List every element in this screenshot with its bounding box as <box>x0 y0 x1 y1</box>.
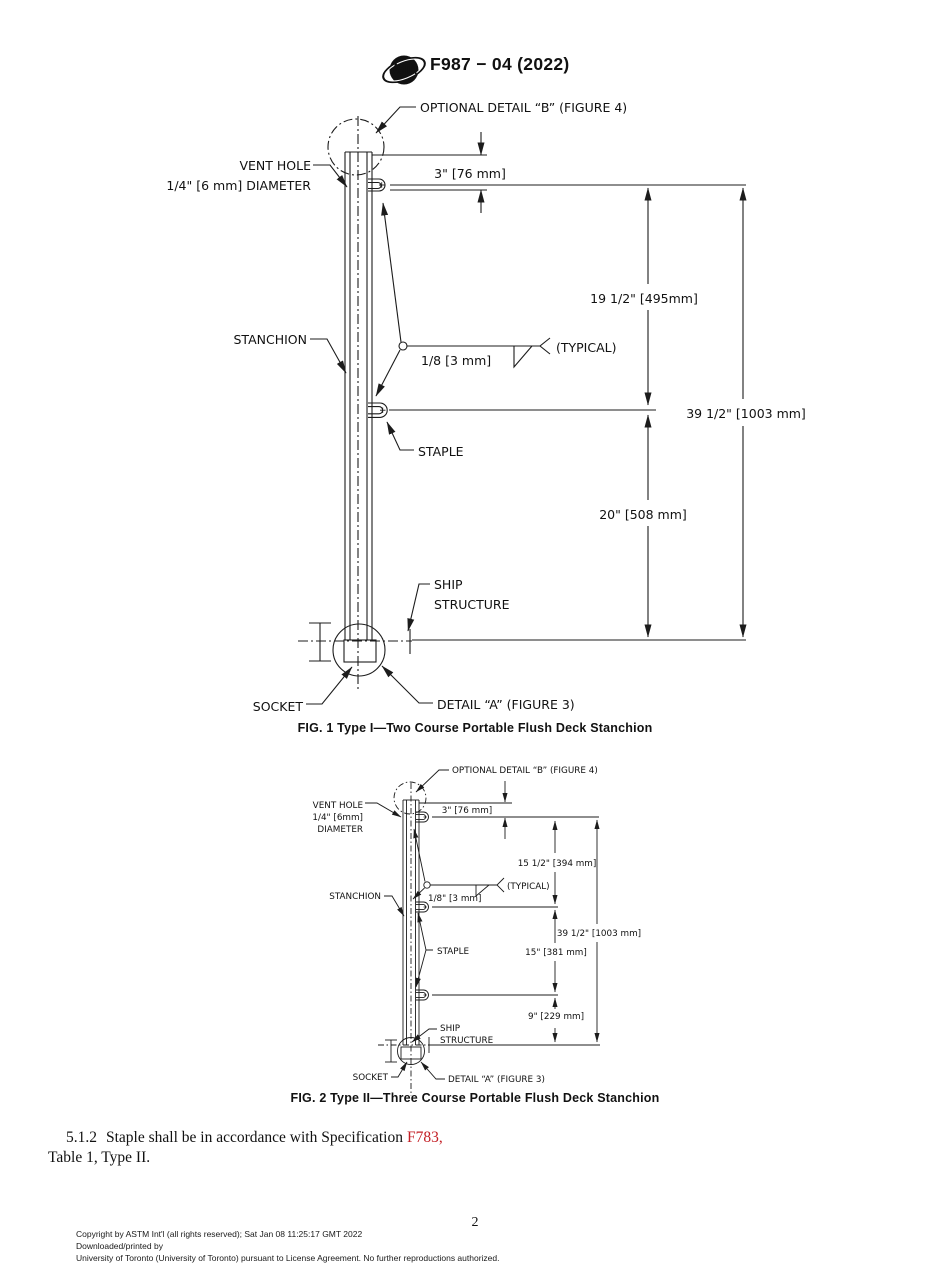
dim-19half-label: 19 1/2" [495mm] <box>590 291 698 306</box>
leader-socket <box>391 1061 408 1078</box>
leader-staple-upper <box>417 912 433 951</box>
dim-39half-label: 39 1/2" [1003 mm] <box>686 406 806 421</box>
socket-label: SOCKET <box>253 699 304 714</box>
body-text: Staple shall be in accordance with Speci… <box>106 1129 403 1146</box>
section-number: 5.1.2 <box>66 1129 97 1146</box>
optional-detail-label: OPTIONAL DETAIL “B” (FIGURE 4) <box>420 100 627 115</box>
leader-optional-detail <box>375 106 416 134</box>
vent-hole-label-2: 1/4" [6 mm] DIAMETER <box>166 178 311 193</box>
optional-detail-arc <box>327 118 385 176</box>
ship-structure-label-1: SHIP <box>434 577 463 592</box>
document-title: F987 − 04 (2022) <box>430 54 570 74</box>
leader-detail-a <box>381 665 433 704</box>
page-number: 2 <box>471 1215 479 1230</box>
staple-top <box>368 178 386 192</box>
copyright-line: Copyright by ASTM Int'l (all rights rese… <box>76 1229 363 1239</box>
leader-socket <box>306 666 353 705</box>
ship-structure-label-2: STRUCTURE <box>440 1036 493 1046</box>
vent-hole-label-1: VENT HOLE <box>239 158 311 173</box>
ship-structure-label-1: SHIP <box>440 1024 460 1034</box>
leader-stanchion <box>384 895 405 917</box>
dim-15-label: 15" [381 mm] <box>525 948 587 958</box>
optional-detail-arc <box>393 781 427 815</box>
body-line-2: Table 1, Type II. <box>48 1148 151 1166</box>
socket-label: SOCKET <box>353 1073 389 1083</box>
leader-detail-a <box>420 1061 445 1080</box>
dim-9-label: 9" [229 mm] <box>528 1012 584 1022</box>
leader-vent-hole <box>365 802 402 818</box>
f783-spec-link[interactable]: F783, <box>406 1129 443 1146</box>
fig2-labels: OPTIONAL DETAIL “B” (FIGURE 4) VENT HOLE… <box>312 766 641 1085</box>
ship-structure-label-2: STRUCTURE <box>434 597 510 612</box>
vent-hole-label-3: DIAMETER <box>317 825 363 835</box>
dim-3in <box>419 781 512 839</box>
dim-3in <box>372 132 487 213</box>
leader-ship-structure <box>411 1028 437 1043</box>
weld-symbol <box>412 828 505 900</box>
svg-text:ASTM: ASTM <box>392 61 416 78</box>
fig1-caption: FIG. 1 Type I—Two Course Portable Flush … <box>297 721 653 735</box>
astm-logo-icon: ASTM <box>382 55 426 85</box>
weld-symbol <box>375 202 551 397</box>
socket <box>385 1037 425 1065</box>
staple-middle <box>416 901 429 913</box>
staple-middle <box>368 402 388 418</box>
deck-line <box>298 629 746 654</box>
license-line: University of Toronto (University of Tor… <box>76 1252 500 1263</box>
detail-a-label: DETAIL “A” (FIGURE 3) <box>437 697 575 712</box>
body-line-1: 5.1.2 Staple shall be in accordance with … <box>48 1128 478 1148</box>
typical-label: (TYPICAL) <box>507 882 550 892</box>
deck-line <box>378 1037 600 1053</box>
dim-39half-label: 39 1/2" [1003 mm] <box>557 929 641 939</box>
stanchion-label: STANCHION <box>329 892 381 902</box>
stanchion-label: STANCHION <box>233 332 307 347</box>
leader-stanchion <box>310 338 347 374</box>
stanchion-tube <box>344 151 373 640</box>
staple-label: STAPLE <box>437 947 469 957</box>
dim-20-label: 20" [508 mm] <box>599 507 687 522</box>
dim-15half-label: 15 1/2" [394 mm] <box>518 859 597 869</box>
vent-hole-label-2: 1/4" [6mm] <box>312 813 363 823</box>
socket <box>309 622 386 677</box>
staple-top <box>416 811 429 823</box>
leader-optional-detail <box>415 769 449 793</box>
fig1-labels: OPTIONAL DETAIL “B” (FIGURE 4) VENT HOLE… <box>166 100 805 714</box>
fig1-linework <box>298 106 747 705</box>
leader-staple-lower <box>415 949 427 988</box>
fig2-caption: FIG. 2 Type II—Three Course Portable Flu… <box>290 1091 660 1105</box>
staple-label: STAPLE <box>418 444 464 459</box>
dim-3in-label: 3" [76 mm] <box>434 166 506 181</box>
staple-bottom <box>416 989 429 1001</box>
leader-staple <box>386 421 414 451</box>
downloaded-line: Downloaded/printed by <box>76 1240 163 1251</box>
leader-ship-structure <box>407 583 430 632</box>
dim-3in-label: 3" [76 mm] <box>442 806 492 816</box>
weld-size-label: 1/8 [3 mm] <box>421 353 491 368</box>
stanchion-tube <box>402 799 420 1045</box>
weld-size-label: 1/8" [3 mm] <box>428 894 481 904</box>
leader-vent-hole <box>313 164 348 188</box>
fig2-linework <box>365 769 600 1096</box>
license-footer: Copyright by ASTM Int'l (all rights rese… <box>76 1229 500 1264</box>
optional-detail-label: OPTIONAL DETAIL “B” (FIGURE 4) <box>452 766 598 776</box>
body-paragraph: 5.1.2 Staple shall be in accordance with … <box>48 1128 478 1167</box>
vent-hole-label-1: VENT HOLE <box>313 801 363 811</box>
typical-label: (TYPICAL) <box>556 340 617 355</box>
detail-a-label: DETAIL “A” (FIGURE 3) <box>448 1075 545 1085</box>
